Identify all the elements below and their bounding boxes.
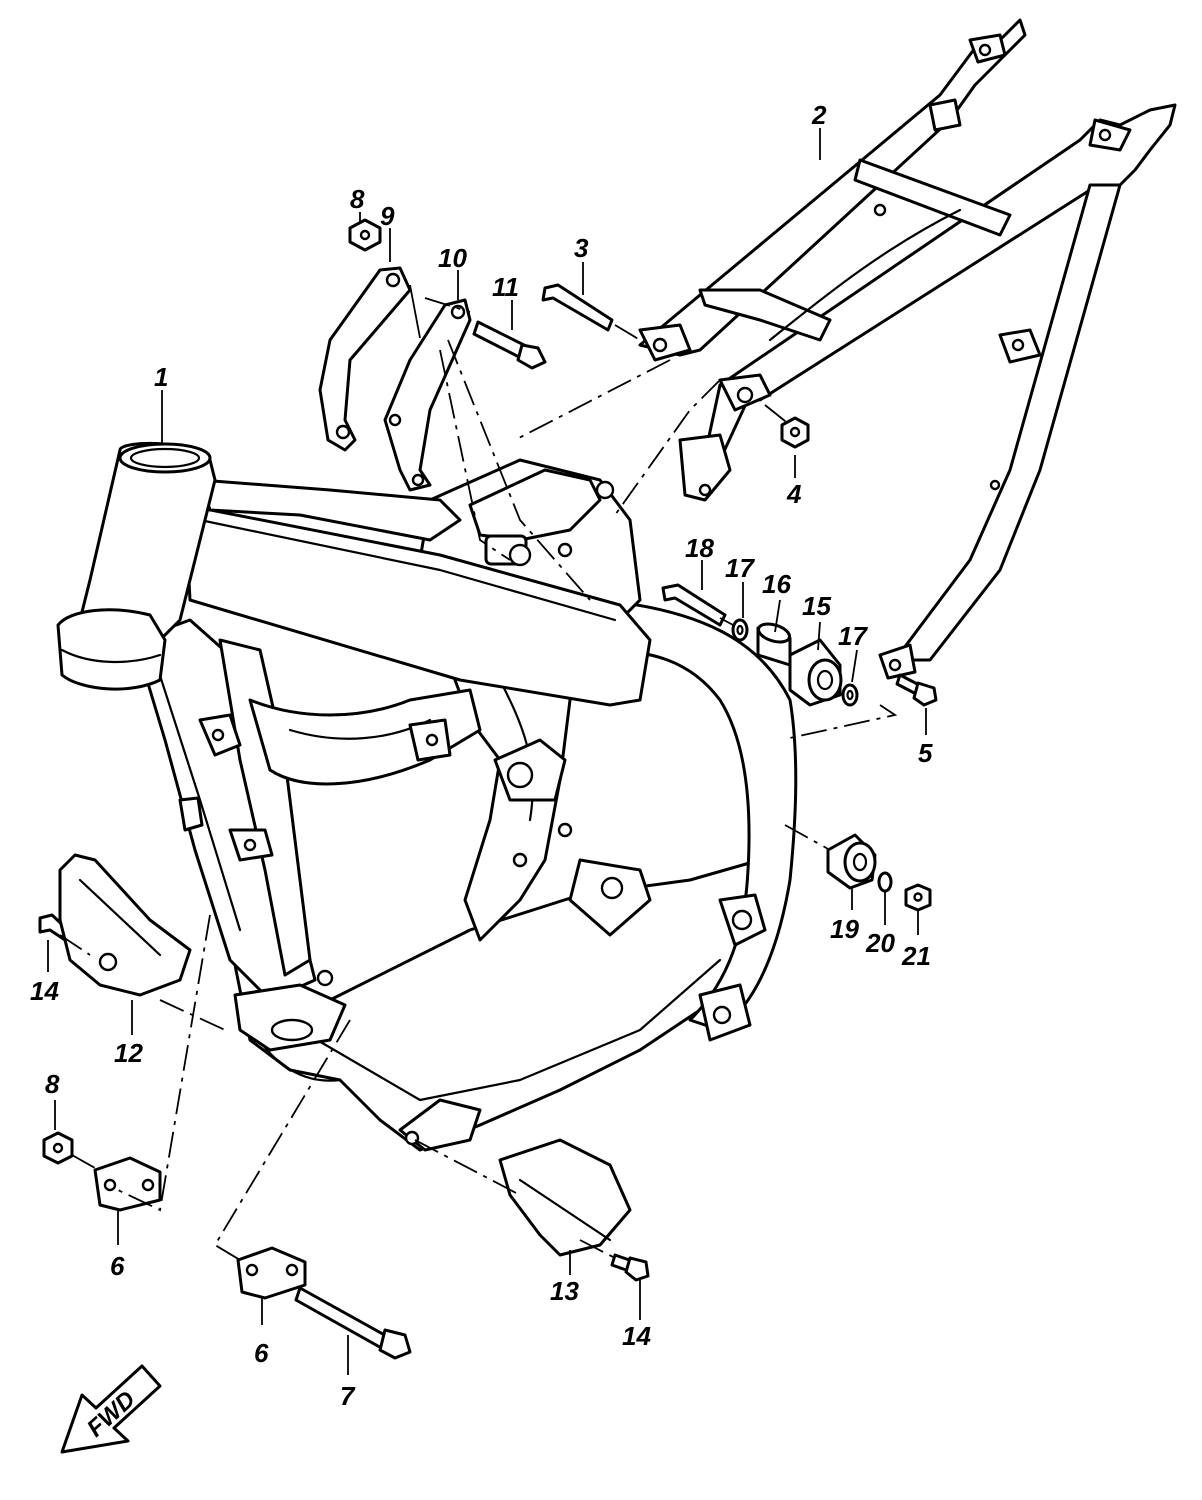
callout-2: 2 xyxy=(811,100,827,130)
washer-20 xyxy=(877,871,893,893)
rear-subframe xyxy=(638,18,1177,680)
callout-8-lower: 8 xyxy=(45,1069,60,1099)
callout-16: 16 xyxy=(762,569,791,599)
callout-11: 11 xyxy=(492,272,519,302)
callouts: 1 2 3 4 5 6 6 7 8 8 9 10 11 12 13 14 14 … xyxy=(30,100,933,1411)
callout-13: 13 xyxy=(550,1276,579,1306)
callout-3: 3 xyxy=(574,233,589,263)
callout-21: 21 xyxy=(901,941,931,971)
collar-16 xyxy=(756,622,792,667)
callout-18: 18 xyxy=(685,533,714,563)
guard-12 xyxy=(58,853,192,997)
dash-lines xyxy=(59,297,898,1261)
fwd-arrow: FWD xyxy=(60,1364,162,1454)
callout-15: 15 xyxy=(802,591,831,621)
bolt-7 xyxy=(294,1286,412,1360)
nut-21 xyxy=(904,883,932,912)
callout-12: 12 xyxy=(114,1038,143,1068)
bracket-10 xyxy=(383,298,472,492)
callout-17-right: 17 xyxy=(838,621,868,651)
nut-8-upper xyxy=(348,218,382,252)
callout-1: 1 xyxy=(154,362,168,392)
callout-10: 10 xyxy=(438,243,467,273)
plate-6-upper xyxy=(93,1156,162,1212)
bolt-5 xyxy=(895,673,938,707)
bolt-3 xyxy=(541,283,614,332)
bushing-19 xyxy=(826,833,877,890)
callout-17-left: 17 xyxy=(725,553,755,583)
bolt-18 xyxy=(661,583,727,627)
callout-4: 4 xyxy=(786,479,802,509)
plate-6-lower xyxy=(236,1246,307,1300)
callout-9: 9 xyxy=(380,201,395,231)
callout-5: 5 xyxy=(918,738,933,768)
bolt-11 xyxy=(472,320,547,370)
callout-6-lower: 6 xyxy=(254,1338,269,1368)
washer-17a xyxy=(731,618,749,642)
callout-7: 7 xyxy=(340,1381,356,1411)
callout-20: 20 xyxy=(865,928,895,958)
washer-17b xyxy=(841,683,859,707)
nut-4 xyxy=(780,416,810,449)
callout-6-upper: 6 xyxy=(110,1251,125,1281)
callout-14-left: 14 xyxy=(30,976,59,1006)
bolt-14-lower xyxy=(610,1253,650,1282)
main-frame xyxy=(56,442,798,1152)
callout-8-upper: 8 xyxy=(350,184,365,214)
bracket-9 xyxy=(318,266,412,452)
guard-13 xyxy=(498,1138,632,1257)
nut-8-lower xyxy=(42,1131,74,1165)
bushing-15 xyxy=(788,638,843,707)
callout-14-lower: 14 xyxy=(622,1321,651,1351)
callout-19: 19 xyxy=(830,914,859,944)
leader-lines xyxy=(47,128,927,1375)
